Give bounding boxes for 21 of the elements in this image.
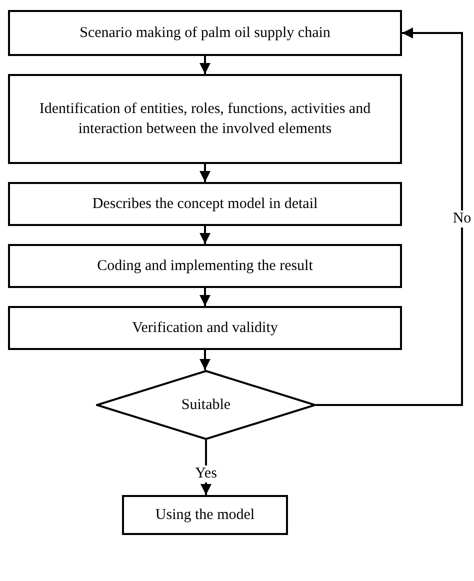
process-box xyxy=(122,495,288,535)
step-text: Suitable xyxy=(181,396,231,415)
process-box xyxy=(8,306,402,350)
process-box xyxy=(8,10,402,56)
step-text: Verification and validity xyxy=(132,319,278,338)
step-text: Using the model xyxy=(155,506,255,525)
step-text: Describes the concept model in detail xyxy=(92,195,318,214)
process-box xyxy=(8,182,402,226)
arrow xyxy=(200,288,210,306)
arrow xyxy=(316,28,463,406)
edge-label: Yes xyxy=(194,465,218,482)
arrow xyxy=(200,56,210,74)
edge-label: No xyxy=(452,210,472,228)
step-text: Identification of entities, roles, functions, activities and interaction between the involved elements xyxy=(38,100,372,139)
arrow xyxy=(200,226,210,244)
arrow xyxy=(200,164,210,182)
step-text: Scenario making of palm oil supply chain xyxy=(80,24,330,43)
step-text: Coding and implementing the result xyxy=(97,257,313,276)
process-box xyxy=(8,74,402,164)
process-box xyxy=(8,244,402,288)
arrow xyxy=(200,350,210,370)
